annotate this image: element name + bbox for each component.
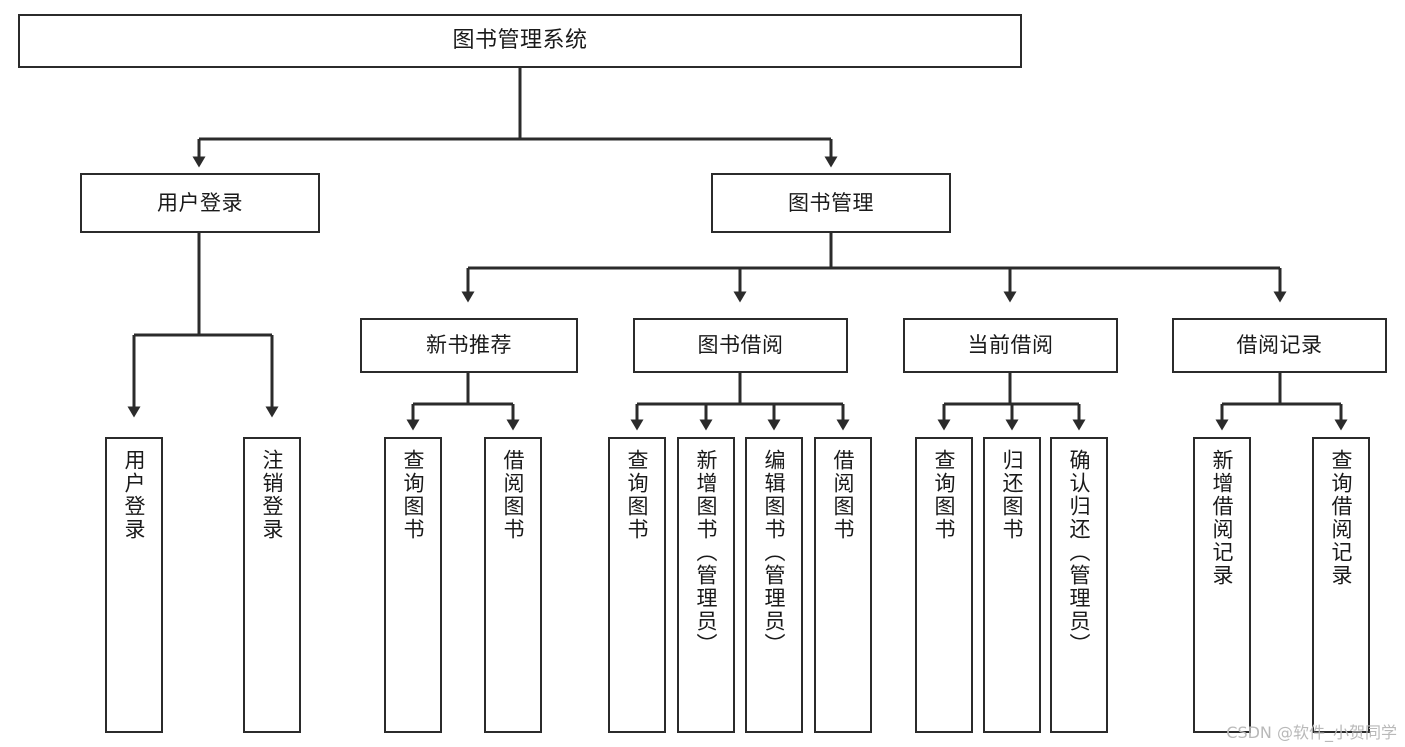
node-borrow-record[interactable]: 借阅记录 — [1172, 318, 1387, 373]
leaf-logout-login-label: 注销登录 — [260, 449, 285, 541]
leaf-borrow-book-1-label: 借阅图书 — [501, 449, 526, 541]
leaf-query-book-2[interactable]: 查询图书 — [608, 437, 666, 733]
node-root-label: 图书管理系统 — [452, 28, 588, 54]
leaf-edit-book[interactable]: 编辑图书（管理员） — [745, 437, 803, 733]
leaf-user-login[interactable]: 用户登录 — [105, 437, 163, 733]
leaf-query-book-1[interactable]: 查询图书 — [384, 437, 442, 733]
leaf-query-book-3[interactable]: 查询图书 — [915, 437, 973, 733]
leaf-confirm-return[interactable]: 确认归还（管理员） — [1050, 437, 1108, 733]
node-book-manage-label: 图书管理 — [788, 190, 874, 215]
leaf-edit-book-label: 编辑图书（管理员） — [762, 449, 787, 656]
leaf-query-record[interactable]: 查询借阅记录 — [1312, 437, 1370, 733]
leaf-add-book[interactable]: 新增图书（管理员） — [677, 437, 735, 733]
leaf-user-login-label: 用户登录 — [122, 449, 147, 541]
leaf-return-book[interactable]: 归还图书 — [983, 437, 1041, 733]
node-book-borrow[interactable]: 图书借阅 — [633, 318, 848, 373]
leaf-return-book-label: 归还图书 — [1000, 449, 1025, 541]
leaf-add-record[interactable]: 新增借阅记录 — [1193, 437, 1251, 733]
node-user-login-label: 用户登录 — [157, 190, 243, 215]
leaf-confirm-return-label: 确认归还（管理员） — [1067, 449, 1092, 656]
csdn-watermark: CSDN @软件_小贺同学 — [1226, 723, 1397, 742]
leaf-query-book-1-label: 查询图书 — [401, 449, 426, 541]
node-user-login[interactable]: 用户登录 — [80, 173, 320, 233]
node-borrow-record-label: 借阅记录 — [1236, 333, 1323, 358]
leaf-query-book-2-label: 查询图书 — [625, 449, 650, 541]
node-new-book-recommend-label: 新书推荐 — [426, 333, 512, 358]
leaf-logout-login[interactable]: 注销登录 — [243, 437, 301, 733]
leaf-borrow-book-2-label: 借阅图书 — [831, 449, 856, 541]
node-book-borrow-label: 图书借阅 — [697, 333, 784, 358]
leaf-add-book-label: 新增图书（管理员） — [694, 449, 719, 656]
node-book-manage[interactable]: 图书管理 — [711, 173, 951, 233]
leaf-query-record-label: 查询借阅记录 — [1329, 449, 1354, 587]
leaf-add-record-label: 新增借阅记录 — [1210, 449, 1235, 587]
leaf-borrow-book-2[interactable]: 借阅图书 — [814, 437, 872, 733]
node-root[interactable]: 图书管理系统 — [18, 14, 1022, 68]
node-new-book-recommend[interactable]: 新书推荐 — [360, 318, 578, 373]
node-current-borrow-label: 当前借阅 — [967, 333, 1054, 358]
leaf-query-book-3-label: 查询图书 — [932, 449, 957, 541]
node-current-borrow[interactable]: 当前借阅 — [903, 318, 1118, 373]
leaf-borrow-book-1[interactable]: 借阅图书 — [484, 437, 542, 733]
